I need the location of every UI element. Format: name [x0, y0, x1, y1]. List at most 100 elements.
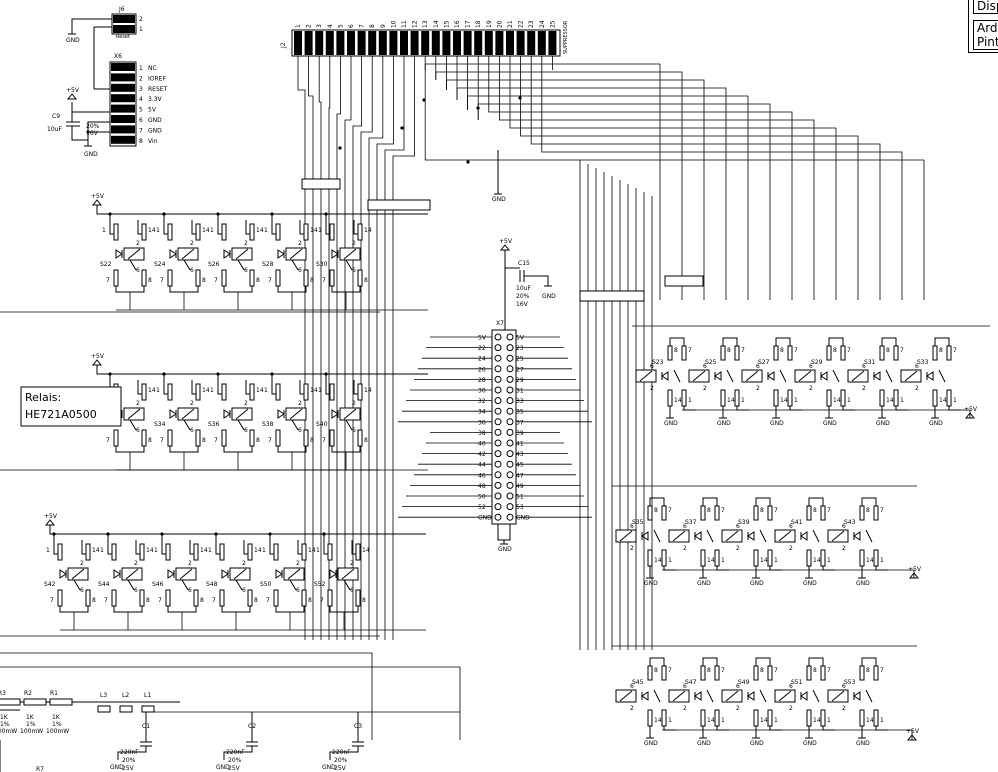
relay-label: S35 [632, 519, 644, 526]
relay-pin: 14 [674, 397, 682, 404]
cap-tol: 20% [122, 757, 136, 764]
relay-pin: 2 [683, 545, 687, 552]
x7-pin-right: 45 [516, 462, 524, 469]
relay-label: S48 [206, 581, 218, 588]
relay-pin: 7 [214, 437, 218, 444]
relay-pin: 6 [683, 683, 687, 690]
relay-pin: 7 [268, 277, 272, 284]
relay-pin: 14 [939, 397, 947, 404]
vcc-label: +5V [44, 513, 58, 520]
r7-name: R7 [36, 766, 44, 772]
x7-pin-right: 51 [516, 494, 524, 501]
relay-label: S39 [738, 519, 750, 526]
cap-name: C3 [354, 723, 362, 730]
resistor-value: 1K [26, 714, 35, 721]
relay-label: S53 [844, 679, 856, 686]
relay-pin: 7 [668, 667, 672, 674]
x6-signal: NC [148, 65, 157, 72]
cap-name: C2 [248, 723, 256, 730]
cap-volt: 25V [334, 765, 347, 772]
gnd-label: GND [697, 580, 711, 587]
relay-pin: 8 [146, 597, 150, 604]
x7-pin-left: 36 [478, 419, 486, 426]
c15-volt: 16V [516, 301, 529, 308]
relay-pin: 14 [780, 397, 788, 404]
gnd-label: GND [84, 151, 98, 158]
j2-pin: 7 [359, 24, 366, 28]
relay-pin: 7 [106, 277, 110, 284]
x7-pin-right: 43 [516, 451, 524, 458]
relay-pin: 2 [789, 705, 793, 712]
x7-pin-right: 35 [516, 409, 524, 416]
relay-pin: 2 [350, 560, 354, 567]
j6-label: Reset [116, 34, 130, 40]
relay-pin: 14 [707, 717, 715, 724]
relay-pin: 8 [202, 437, 206, 444]
x7-pin-right: 31 [516, 388, 524, 395]
gnd-label: GND [750, 580, 764, 587]
gnd-label: GND [110, 764, 124, 771]
vcc-label: +5V [91, 353, 105, 360]
relay-pin: 8 [148, 437, 152, 444]
relay-pin: 2 [242, 560, 246, 567]
gnd-label: GND [929, 420, 943, 427]
relay-pin: 2 [190, 240, 194, 247]
relay-label: S46 [152, 581, 164, 588]
gnd-label: GND [644, 740, 658, 747]
x6-pin: 2 [139, 75, 143, 82]
relay-label: S27 [758, 359, 770, 366]
j2-pin: 14 [433, 20, 440, 28]
relay-pin: 8 [256, 437, 260, 444]
x7-pin-right: 49 [516, 483, 524, 490]
relay-pin: 2 [789, 545, 793, 552]
relay-pin: 6 [190, 267, 194, 274]
relay-pin: 14 [866, 717, 874, 724]
x7-pin-left: 32 [478, 398, 486, 405]
x7-pin-right: 47 [516, 472, 524, 479]
relay-pin: 1 [100, 547, 104, 554]
relay-pin: 8 [866, 667, 870, 674]
relay-pin: 6 [736, 683, 740, 690]
relay-pin: 1 [318, 227, 322, 234]
j2-pin: 15 [443, 20, 450, 28]
relay-label: S23 [652, 359, 664, 366]
relay-pin: 14 [760, 717, 768, 724]
relay-pin: 7 [158, 597, 162, 604]
gnd-label: GND [717, 420, 731, 427]
vcc-label: +5V [91, 193, 105, 200]
x7-pin-left: 22 [478, 345, 486, 352]
j2-pin: 17 [465, 20, 472, 28]
x6-signal: IOREF [148, 75, 166, 82]
relay-pin: 7 [104, 597, 108, 604]
relay-pin: 2 [630, 705, 634, 712]
relay-pin: 7 [847, 347, 851, 354]
j2-pin: 23 [528, 20, 535, 28]
relay-pin: 6 [683, 523, 687, 530]
c15-value: 10uF [516, 285, 531, 292]
relay-label: S40 [316, 421, 328, 428]
relay-pin: 14 [148, 387, 156, 394]
gnd-label: GND [823, 420, 837, 427]
relay-pin: 14 [310, 227, 318, 234]
relay-pin: 7 [900, 347, 904, 354]
relay-pin: 1 [847, 397, 851, 404]
relay-pin: 14 [866, 557, 874, 564]
relay-label: S26 [208, 261, 220, 268]
relay-pin: 2 [736, 545, 740, 552]
relay-pin: 6 [352, 427, 356, 434]
relay-pin: 7 [322, 437, 326, 444]
gnd-label: GND [542, 293, 556, 300]
relay-pin: 7 [880, 507, 884, 514]
relay-pin: 7 [320, 597, 324, 604]
relay-pin: 8 [780, 347, 784, 354]
j2-pin: 8 [369, 24, 376, 28]
relay-label: S49 [738, 679, 750, 686]
relay-pin: 14 [364, 387, 372, 394]
